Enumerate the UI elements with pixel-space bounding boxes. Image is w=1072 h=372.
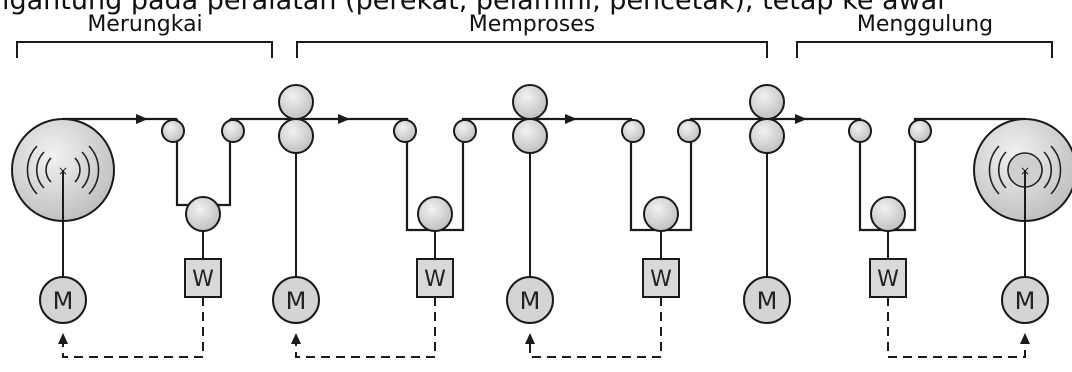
motor-5: M — [1001, 276, 1049, 324]
nip-roller-bottom — [278, 118, 314, 154]
motor-4: M — [743, 276, 791, 324]
bracket-unwind — [16, 41, 273, 58]
idler-roller — [677, 119, 701, 143]
feedback-arrowheads — [58, 333, 1030, 344]
tension-sensor-4: W — [869, 258, 907, 298]
dancer-roller — [643, 196, 679, 232]
sensor-label: W — [650, 267, 672, 292]
idler-roller — [393, 119, 417, 143]
idler-roller — [908, 119, 932, 143]
tension-sensor-2: W — [416, 258, 454, 298]
section-label-process: Memproses — [469, 12, 595, 37]
motor-label: M — [757, 287, 778, 315]
rewind-reel: × — [973, 118, 1072, 222]
web-direction-arrows — [136, 114, 807, 124]
nip-roller-bottom — [749, 118, 785, 154]
idler-roller — [221, 119, 245, 143]
arrow-3 — [565, 114, 577, 124]
bracket-process — [296, 41, 768, 58]
tension-sensor-3: W — [642, 258, 680, 298]
motor-2: M — [272, 276, 320, 324]
nip-rollers — [278, 84, 785, 154]
motor-label: M — [53, 287, 74, 315]
motor-label: M — [520, 287, 541, 315]
dancer-rollers — [185, 196, 906, 232]
feedback-lines — [62, 297, 1026, 358]
idler-roller — [848, 119, 872, 143]
nip-roller-top — [749, 84, 785, 120]
dancer-roller — [417, 196, 453, 232]
idler-roller — [621, 119, 645, 143]
shafts — [62, 153, 1026, 278]
arrow-4 — [795, 114, 807, 124]
dancer-roller — [870, 196, 906, 232]
motor-1: M — [39, 276, 87, 324]
arrow-2 — [338, 114, 350, 124]
section-brackets — [16, 41, 1053, 58]
motor-label: M — [1015, 287, 1036, 315]
idler-roller — [453, 119, 477, 143]
dancer-roller — [185, 196, 221, 232]
clipped-caption-text: igantung pada peralatan (perekat, pelami… — [2, 0, 945, 16]
tension-sensor-1: W — [184, 258, 222, 298]
idler-rollers — [161, 119, 932, 143]
sensor-label: W — [877, 267, 899, 292]
nip-roller-top — [278, 84, 314, 120]
sensor-label: W — [424, 267, 446, 292]
section-label-unwind: Merungkai — [87, 12, 202, 37]
sensor-label: W — [192, 267, 214, 292]
nip-roller-bottom — [512, 118, 548, 154]
motor-3: M — [506, 276, 554, 324]
bracket-rewind — [796, 41, 1053, 58]
section-label-rewind: Menggulung — [857, 12, 993, 37]
nip-roller-top — [512, 84, 548, 120]
idler-roller — [161, 119, 185, 143]
arrow-1 — [136, 114, 148, 124]
motor-label: M — [286, 287, 307, 315]
